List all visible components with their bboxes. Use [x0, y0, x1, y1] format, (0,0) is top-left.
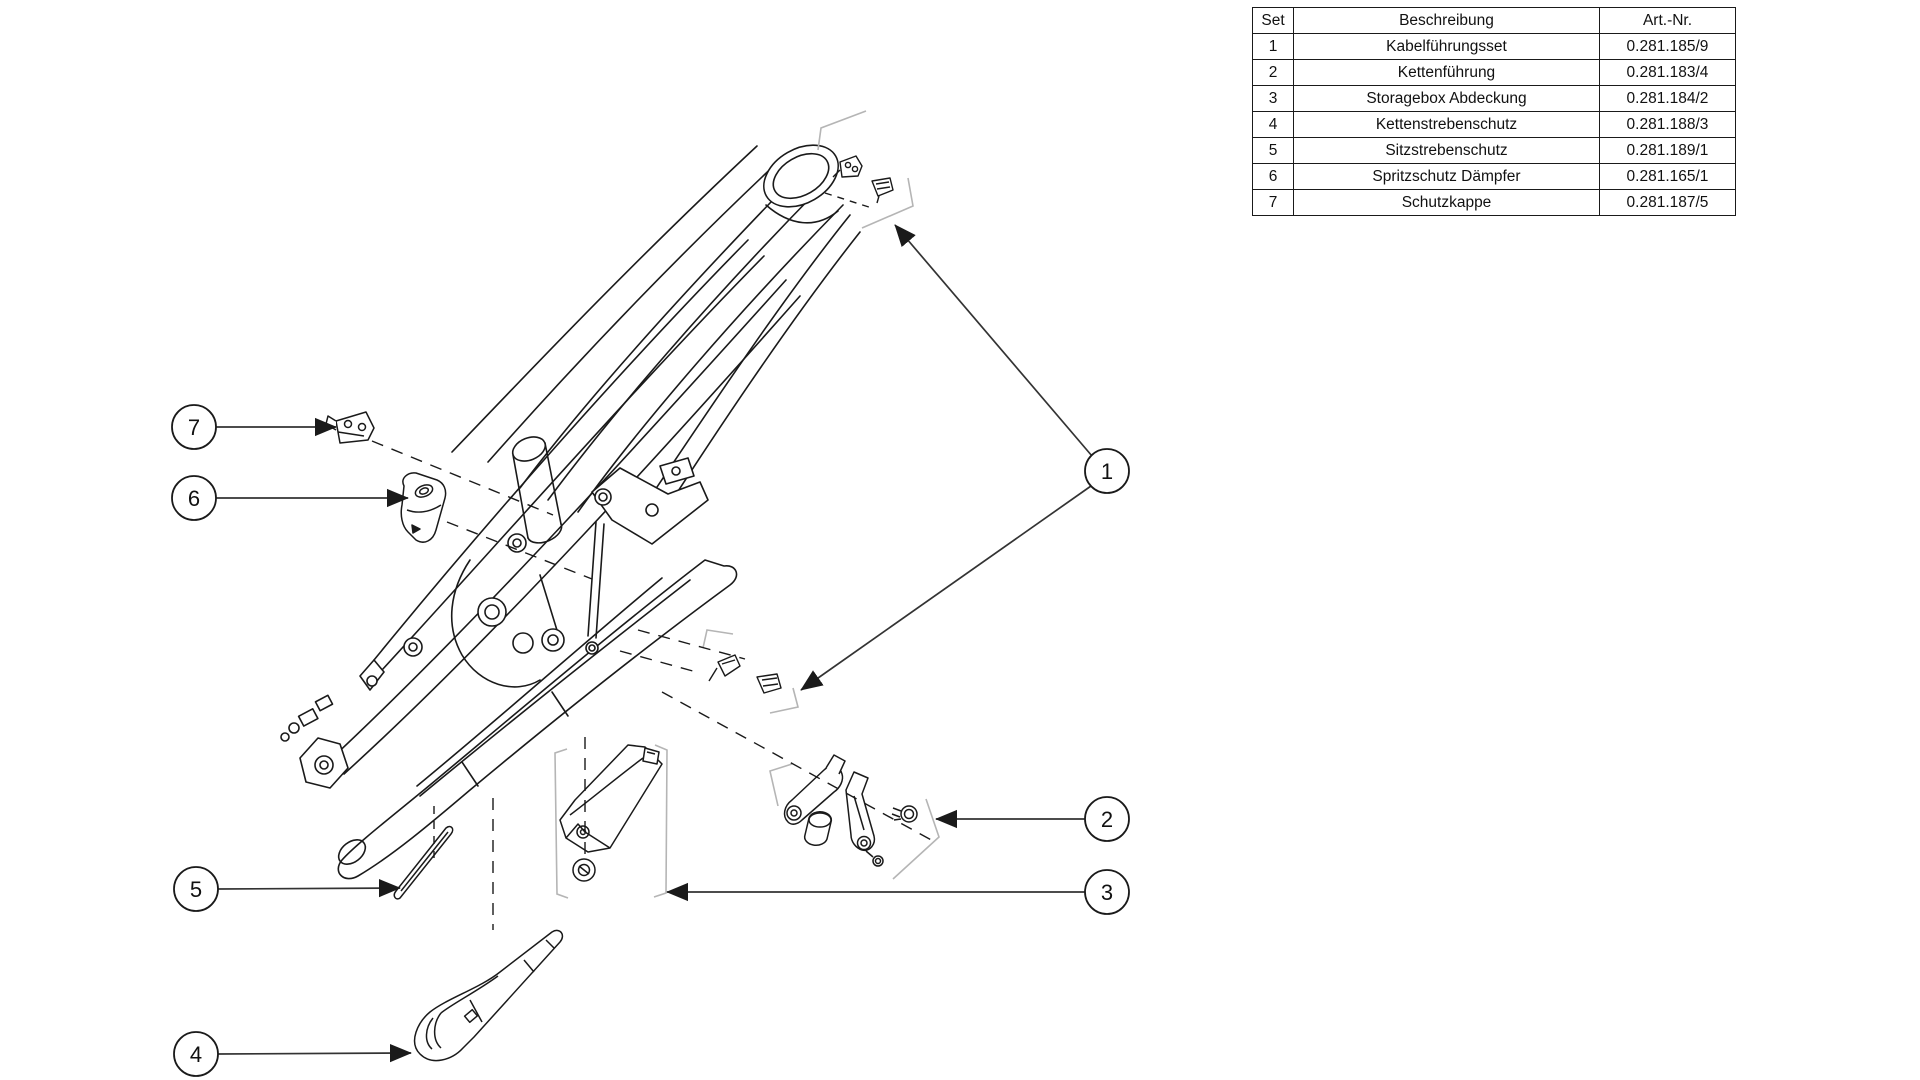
bracket-marks-part-1-top: [817, 110, 914, 229]
table-row: 1 Kabelführungsset 0.281.185/9: [1252, 33, 1736, 60]
table-row: 3 Storagebox Abdeckung 0.281.184/2: [1252, 85, 1736, 112]
cell-art-nr: 0.281.185/9: [1599, 33, 1736, 60]
leader-line-1a: [894, 224, 1093, 457]
cell-set: 3: [1252, 85, 1294, 112]
cell-description: Schutzkappe: [1293, 189, 1600, 216]
callout-1-label: 1: [1101, 459, 1113, 484]
cell-description: Sitzstrebenschutz: [1293, 137, 1600, 164]
callout-4: 4: [173, 1031, 219, 1077]
part-4-kettenstrebenschutz: [413, 929, 564, 1062]
bracket-marks-part-1-mid: [702, 629, 799, 714]
cell-description: Storagebox Abdeckung: [1293, 85, 1600, 112]
callout-5: 5: [173, 866, 219, 912]
callout-1: 1: [1084, 448, 1130, 494]
callout-3: 3: [1084, 869, 1130, 915]
cell-description: Kettenführung: [1293, 59, 1600, 86]
part-5-sitzstrebenschutz: [393, 825, 454, 900]
leader-line-1b: [800, 485, 1092, 691]
cell-set: 5: [1252, 137, 1294, 164]
callout-7: 7: [171, 404, 217, 450]
callout-balloons: 1 2 3 4 5 6 7: [171, 404, 1130, 1077]
leader-lines: [216, 224, 1093, 1063]
bike-frame-drawing: [280, 144, 861, 880]
cell-set: 6: [1252, 163, 1294, 190]
part-3-storagebox-abdeckung: [559, 744, 663, 882]
table-row: 4 Kettenstrebenschutz 0.281.188/3: [1252, 111, 1736, 138]
header-set: Set: [1252, 7, 1294, 34]
callout-7-label: 7: [188, 415, 200, 440]
bracket-marks-part-2: [769, 763, 940, 880]
cell-set: 7: [1252, 189, 1294, 216]
table-row: 7 Schutzkappe 0.281.187/5: [1252, 189, 1736, 216]
cell-art-nr: 0.281.189/1: [1599, 137, 1736, 164]
cell-art-nr: 0.281.165/1: [1599, 163, 1736, 190]
cell-description: Kettenstrebenschutz: [1293, 111, 1600, 138]
cell-art-nr: 0.281.183/4: [1599, 59, 1736, 86]
cell-art-nr: 0.281.188/3: [1599, 111, 1736, 138]
callout-2-label: 2: [1101, 807, 1113, 832]
header-description: Beschreibung: [1293, 7, 1600, 34]
table-row: 5 Sitzstrebenschutz 0.281.189/1: [1252, 137, 1736, 164]
callout-5-label: 5: [190, 877, 202, 902]
table-row: 2 Kettenführung 0.281.183/4: [1252, 59, 1736, 86]
part-6-spritzschutz: [400, 472, 447, 543]
parts-table-header-row: Set Beschreibung Art.-Nr.: [1252, 7, 1736, 34]
cell-art-nr: 0.281.187/5: [1599, 189, 1736, 216]
table-row: 6 Spritzschutz Dämpfer 0.281.165/1: [1252, 163, 1736, 190]
callout-6: 6: [171, 475, 217, 521]
callout-2: 2: [1084, 796, 1130, 842]
callout-6-label: 6: [188, 486, 200, 511]
cell-set: 4: [1252, 111, 1294, 138]
header-art-nr: Art.-Nr.: [1599, 7, 1736, 34]
leader-line-5: [217, 878, 401, 898]
cell-set: 1: [1252, 33, 1294, 60]
cell-art-nr: 0.281.184/2: [1599, 85, 1736, 112]
cell-set: 2: [1252, 59, 1294, 86]
part-1-clips-mid: [708, 654, 782, 694]
callout-4-label: 4: [190, 1042, 202, 1067]
parts-table: Set Beschreibung Art.-Nr. 1 Kabelführung…: [1252, 7, 1736, 216]
callout-3-label: 3: [1101, 880, 1113, 905]
part-2-kettenfuehrung: [783, 754, 918, 867]
cell-description: Kabelführungsset: [1293, 33, 1600, 60]
leader-line-4: [217, 1043, 412, 1063]
bracket-marks-part-3: [554, 744, 668, 899]
assembly-dashed-lines: [371, 192, 936, 930]
part-1-clips-top: [832, 155, 894, 204]
cell-description: Spritzschutz Dämpfer: [1293, 163, 1600, 190]
